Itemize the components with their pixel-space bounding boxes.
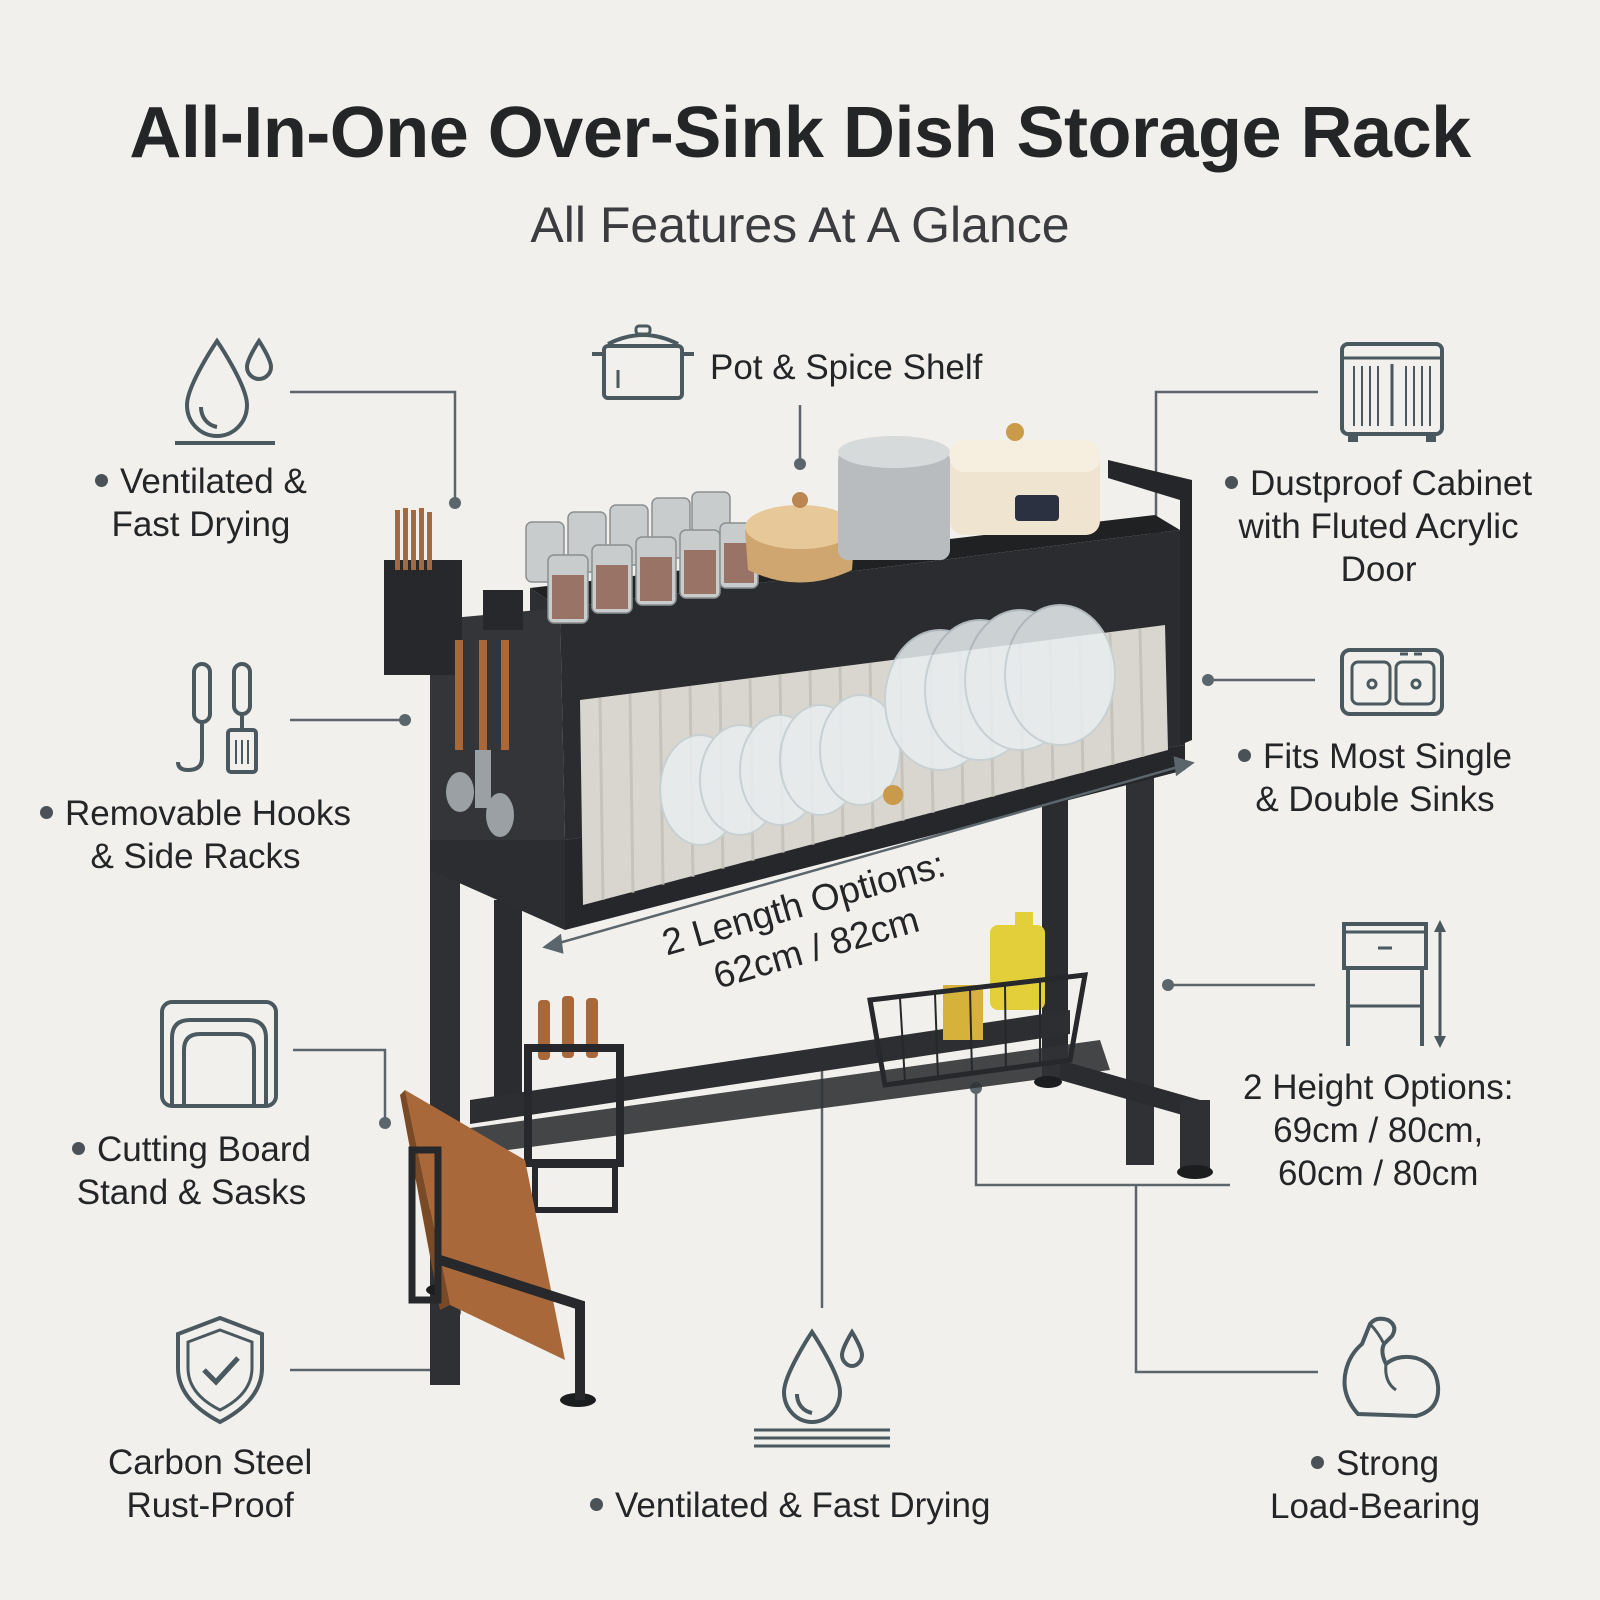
feature-load-bearing: Strong Load-Bearing xyxy=(1270,1442,1480,1528)
feature-line: Fast Drying xyxy=(111,505,291,544)
knife-block xyxy=(524,996,624,1213)
sponge-basket xyxy=(867,912,1089,1088)
feature-line: Ventilated & Fast Drying xyxy=(590,1484,990,1527)
page-title: All-In-One Over-Sink Dish Storage Rack xyxy=(129,93,1471,173)
pots xyxy=(745,423,1100,583)
feature-line: Removable Hooks xyxy=(40,792,351,835)
feature-line: & Double Sinks xyxy=(1255,780,1495,819)
feature-line: 2 Height Options: xyxy=(1243,1068,1514,1107)
utensils-icon xyxy=(176,662,258,774)
length-arrow xyxy=(542,756,1195,954)
utensil-holder xyxy=(384,508,523,837)
feature-line: 69cm / 80cm, xyxy=(1273,1111,1484,1150)
feature-line: Ventilated & xyxy=(95,460,307,503)
feature-line: Door xyxy=(1340,550,1417,589)
feature-dustproof-cabinet: Dustproof Cabinet with Fluted Acrylic Do… xyxy=(1225,462,1533,591)
feature-line: Dustproof Cabinet xyxy=(1225,462,1532,505)
board-stand-icon xyxy=(160,1000,278,1108)
feature-line: Carbon Steel xyxy=(108,1443,313,1482)
feature-line: Stand & Sasks xyxy=(76,1173,307,1212)
feature-pot-spice-shelf: Pot & Spice Shelf xyxy=(710,346,982,389)
spice-jars xyxy=(525,491,759,624)
feature-line: 60cm / 80cm xyxy=(1278,1154,1479,1193)
double-sink-icon xyxy=(1340,648,1444,716)
cooking-pot-icon xyxy=(592,324,694,400)
feature-ventilated-top: Ventilated & Fast Drying xyxy=(95,460,307,546)
feature-line: Strong xyxy=(1270,1442,1480,1485)
page-subtitle: All Features At A Glance xyxy=(530,197,1070,253)
shield-check-icon xyxy=(176,1315,264,1425)
feature-cutting-board: Cutting Board Stand & Sasks xyxy=(72,1128,311,1214)
feature-line: Rust-Proof xyxy=(126,1486,294,1525)
feature-removable-hooks: Removable Hooks & Side Racks xyxy=(40,792,351,878)
flexed-arm-icon xyxy=(1342,1316,1441,1419)
cabinet-icon xyxy=(1340,342,1444,442)
water-drops-icon xyxy=(754,1328,890,1448)
feature-line: Fits Most Single xyxy=(1238,735,1512,778)
feature-line: Cutting Board xyxy=(72,1128,311,1171)
height-cabinet-icon xyxy=(1342,920,1446,1048)
feature-line: Pot & Spice Shelf xyxy=(710,348,983,387)
feature-ventilated-bottom: Ventilated & Fast Drying xyxy=(590,1484,990,1527)
feature-line: Load-Bearing xyxy=(1270,1487,1481,1526)
feature-fits-sinks: Fits Most Single & Double Sinks xyxy=(1238,735,1512,821)
feature-line: with Fluted Acrylic xyxy=(1238,507,1519,546)
rack-frame xyxy=(426,460,1213,1407)
feature-line: & Side Racks xyxy=(90,837,301,876)
water-drops-icon xyxy=(175,337,275,445)
cutting-board xyxy=(400,1090,585,1400)
feature-carbon-steel: Carbon Steel Rust-Proof xyxy=(108,1441,312,1527)
feature-height-options: 2 Height Options: 69cm / 80cm, 60cm / 80… xyxy=(1243,1066,1513,1195)
